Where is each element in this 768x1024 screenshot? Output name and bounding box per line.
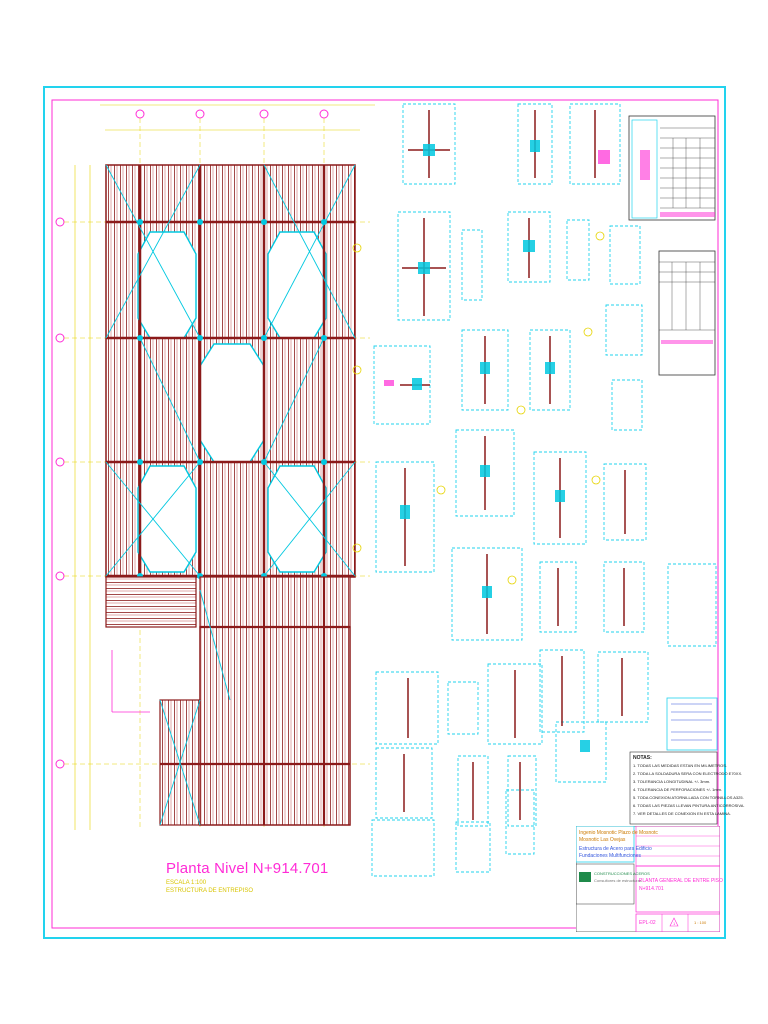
project-name: Estructura de Acero para Edificio (579, 846, 652, 852)
company-logo (579, 872, 591, 882)
north-markers (352, 231, 605, 585)
opening-4 (137, 465, 197, 573)
title-block: Ingenio Mosnotic Plazo de Mosnotc Mosnot… (575, 825, 723, 933)
client-name: Ingenio Mosnotic Plazo de Mosnotc (579, 830, 658, 836)
opening-1 (137, 231, 197, 339)
drawing-title: PLANTA GENERAL DE ENTRE PISO (639, 878, 723, 884)
company-sub: Consultores de estructuras (594, 878, 642, 883)
detail-plates (400, 140, 590, 752)
dimension-lines (74, 129, 360, 830)
note-line: 5. TODA CONEXION ATORNILLADA CON TORNILL… (633, 795, 744, 800)
company-name: CONSTRUCCIONES ACEROS (594, 871, 650, 876)
grid-bubbles-top (100, 104, 375, 119)
inner-border (51, 99, 719, 929)
drawing-level: N+914.701 (639, 886, 664, 892)
note-line: 4. TOLERANCIA DE PERFORACIONES +/- 1mm. (633, 787, 723, 792)
note-line: 3. TOLERANCIA LONGITUDINAL +/- 3mm. (633, 779, 711, 784)
opening-5 (267, 465, 327, 573)
note-line: 1. TODAS LAS MEDIDAS ESTAN EN MILIMETROS… (633, 763, 728, 768)
grid-bubbles-left (55, 217, 65, 769)
floor-plan-lower (105, 576, 351, 826)
sheet-code: EPL-02 (639, 920, 656, 926)
plan-subtitle-scale: ESCALA 1:100 (166, 880, 207, 886)
connection-details (371, 103, 717, 877)
opening-2 (267, 231, 327, 339)
plan-subtitle-type: ESTRUCTURA DE ENTREPISO (166, 888, 254, 894)
client-sub: Mosnotic Las Ovejas (579, 837, 626, 843)
note-line: 7. VER DETALLES DE CONEXION EN ESTA LAMI… (633, 811, 731, 816)
schedule-table-1 (628, 115, 716, 221)
schedule-table-2 (658, 250, 716, 376)
opening-3 (199, 343, 265, 463)
detail-hatch (384, 150, 610, 386)
scale: 1 : 100 (694, 920, 707, 925)
legend-box (666, 697, 718, 751)
note-line: 6. TODAS LAS PIEZAS LLEVAN PINTURA ANTIC… (633, 803, 745, 808)
plan-title: Planta Nivel N+914.701 (166, 860, 329, 877)
notes-heading: NOTAS: (633, 755, 652, 761)
outer-border (43, 86, 726, 939)
floor-plan-upper (105, 164, 356, 579)
revision: 1 (673, 921, 676, 926)
notes-box (629, 751, 718, 825)
project-sub: Fundaciones Multifunciones (579, 853, 641, 859)
note-line: 2. TODA LA SOLDADURA SERA CON ELECTRODO … (633, 771, 743, 776)
